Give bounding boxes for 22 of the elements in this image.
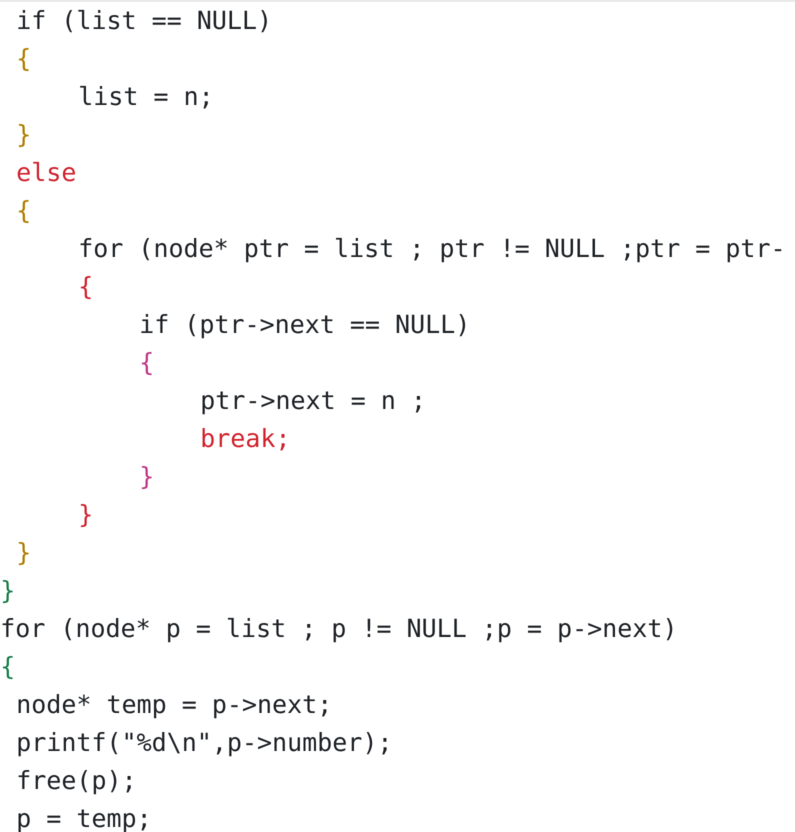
code-line: { [80,276,91,300]
code-line: else [18,162,75,182]
code-line: } [18,124,29,148]
code-line: } [80,504,91,528]
code-line: { [18,200,29,224]
code-line: } [2,580,13,604]
code-line: { [142,352,152,376]
code-line: if (ptr->next == NULL) [141,314,466,338]
code-line: break; [202,428,285,450]
code-line: list = n; [80,86,208,108]
code-line: ptr->next = n ; [202,391,420,414]
code-line: } [142,466,152,490]
code-line: if (list == NULL) [18,10,267,32]
code-line: node* temp = p->next; [18,694,326,718]
code-line: free(p); [18,770,131,794]
code-line: printf("%d\n",p->number); [18,732,387,756]
code-line: p = temp; [18,809,146,832]
code-line: } [18,542,29,566]
code-line: { [18,48,29,72]
code-line: { [2,656,13,680]
code-line: for (node* p = list ; p != NULL ;p = p->next) [2,618,672,642]
code-line: for (node* ptr = list ; ptr != NULL ;ptr = ptr- [80,238,782,262]
